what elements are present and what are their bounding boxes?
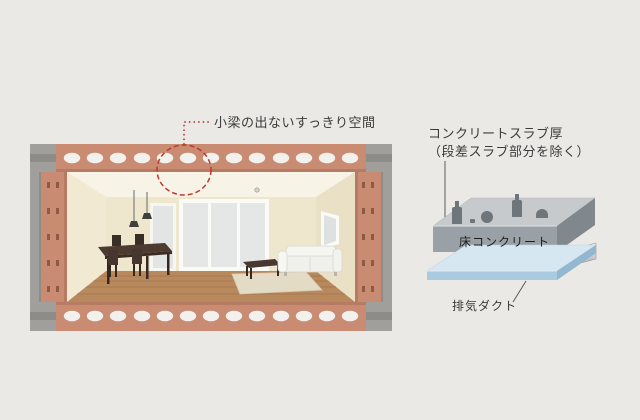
ceiling	[67, 172, 355, 197]
pendant-lights	[129, 190, 152, 230]
downlight	[254, 187, 260, 193]
concrete-cut-shadows	[30, 154, 392, 320]
slab-diagram	[426, 161, 597, 303]
highlight-circle	[156, 144, 212, 196]
column-tie-marks	[47, 182, 374, 292]
slab-thickness-title-line1: コンクリートスラブ厚	[428, 126, 564, 141]
side-window	[321, 211, 339, 249]
concrete-slab-3d	[432, 194, 596, 252]
floor-concrete-label: 床コンクリート	[459, 235, 551, 249]
ceiling-panel-layer	[426, 244, 597, 280]
void-holes-bottom	[63, 310, 359, 322]
sofa	[277, 245, 343, 276]
duct-leader	[512, 280, 527, 303]
rug	[231, 271, 323, 295]
beam-highlight-annotation	[156, 121, 212, 196]
slab-fittings	[452, 194, 548, 224]
callout-left-label: 小梁の出ないすっきり空間	[214, 115, 376, 130]
slab-thickness-title-line2: （段差スラブ部分を除く）	[428, 144, 591, 159]
void-holes-top	[63, 152, 359, 164]
exhaust-duct-label: 排気ダクト	[452, 299, 518, 313]
balcony-window	[150, 199, 269, 271]
slab-body	[41, 144, 381, 331]
left-wall	[67, 172, 106, 302]
room-interior	[67, 172, 355, 302]
dining-set	[98, 234, 172, 284]
dotted-leader	[183, 121, 212, 145]
void-slab-frame	[30, 144, 392, 331]
